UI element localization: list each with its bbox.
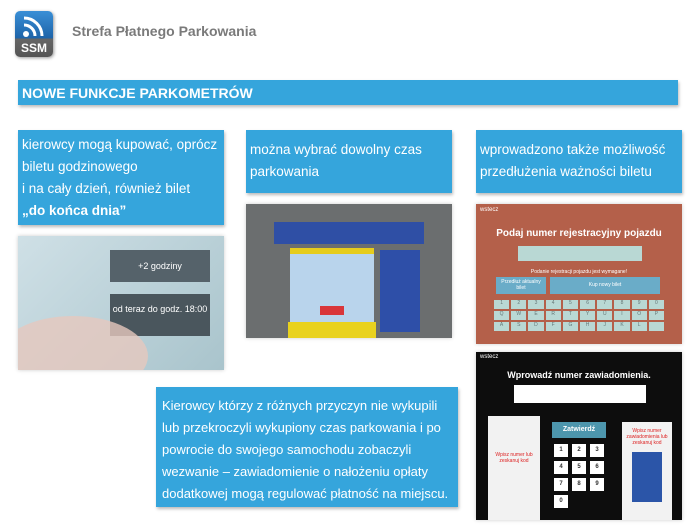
plate-input: [518, 246, 642, 261]
box-line-bold: „do końca dnia”: [22, 203, 127, 218]
extend-ticket-button: Przedłuż aktualny bilet: [496, 277, 546, 294]
notice-sample: Wpisz numer lub zeskanuj kod: [488, 416, 540, 520]
brand-title: Strefa Płatnego Parkowania: [72, 23, 257, 39]
feature-box-day-ticket: kierowcy mogą kupować, oprócz biletu god…: [18, 130, 224, 225]
feature-box-extend: wprowadzono także możliwość przedłużenia…: [476, 130, 682, 193]
back-link: wstecz: [480, 354, 499, 360]
box-line: biletu godzinowego: [22, 159, 138, 174]
screen-title: Podaj numer rejestracyjny pojazdu: [496, 228, 662, 239]
ssm-logo: SSM: [15, 11, 53, 57]
new-ticket-button: Kup nowy bilet: [550, 277, 660, 294]
photo-notice-entry-screen: wstecz Wprowadź numer zawiadomienia. Wpi…: [476, 352, 682, 520]
confirm-button: Zatwierdź: [552, 422, 606, 438]
feature-box-any-time: można wybrać dowolny czas parkowania: [246, 130, 452, 193]
wifi-icon: [23, 16, 44, 37]
photo-parking-meter: [246, 204, 452, 338]
logo-text: SSM: [20, 41, 47, 55]
feature-box-penalty: Kierowcy którzy z różnych przyczyn nie w…: [156, 387, 458, 507]
note: Podanie rejestracji pojazdu jest wymagan…: [530, 269, 628, 275]
box-line: i na cały dzień, również bilet: [22, 181, 191, 196]
meter-hint: Wpisz numer zawiadomienia lub zeskanuj k…: [622, 422, 672, 520]
notice-input: [514, 385, 646, 403]
box-line: kierowcy mogą kupować, oprócz: [22, 137, 218, 152]
section-title: NOWE FUNKCJE PARKOMETRÓW: [18, 80, 678, 105]
photo-touchscreen-buttons: +2 godziny od teraz do godz. 18:00: [18, 236, 224, 370]
screen-title: Wprowadź numer zawiadomienia.: [507, 370, 651, 380]
back-link: wstecz: [480, 207, 499, 213]
photo-button-2h: +2 godziny: [110, 250, 210, 282]
photo-plate-entry-screen: wstecz Podaj numer rejestracyjny pojazdu…: [476, 204, 682, 344]
